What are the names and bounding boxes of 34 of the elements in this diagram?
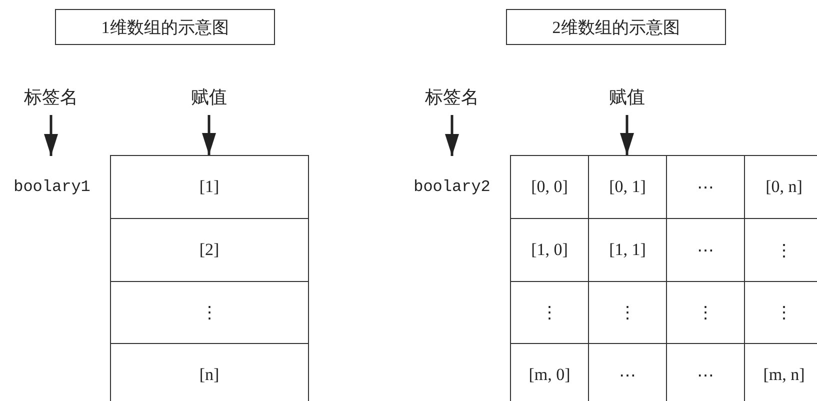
variable-name: boolary2 <box>404 156 500 218</box>
array-cell: [n] <box>111 344 308 401</box>
array-cell: ⋮ <box>745 219 817 282</box>
array-cell: [2] <box>111 219 308 282</box>
array-cell: ⋯ <box>667 219 745 282</box>
array-cell: [1, 1] <box>589 219 667 282</box>
heading-text: 赋值 <box>184 84 234 110</box>
array-cell: [0, n] <box>745 156 817 219</box>
array-cell: ⋮ <box>111 282 308 344</box>
array-cell: ⋯ <box>589 344 667 401</box>
title-box: 2维数组的示意图 <box>506 9 726 45</box>
array-cell: [0, 0] <box>511 156 589 219</box>
heading-text: 标签名 <box>16 84 86 110</box>
heading-text: 标签名 <box>417 84 487 110</box>
array-cell: [1] <box>111 156 308 219</box>
variable-name: boolary1 <box>4 156 100 218</box>
arrow <box>202 115 216 155</box>
array-cell: ⋯ <box>667 344 745 401</box>
array-cell: [1, 0] <box>511 219 589 282</box>
array-cell: [m, 0] <box>511 344 589 401</box>
title-box: 1维数组的示意图 <box>55 9 275 45</box>
arrow <box>620 115 634 155</box>
array-cell: ⋮ <box>511 282 589 344</box>
array-cell: ⋯ <box>667 156 745 219</box>
arrow <box>44 115 58 156</box>
array-cell: [0, 1] <box>589 156 667 219</box>
arrow <box>445 115 459 156</box>
array-cell: ⋮ <box>745 282 817 344</box>
array-table <box>510 155 817 401</box>
array-cell: ⋮ <box>589 282 667 344</box>
array-cell: [m, n] <box>745 344 817 401</box>
array-table <box>110 155 309 401</box>
array-cell: ⋮ <box>667 282 745 344</box>
heading-text: 赋值 <box>602 84 652 110</box>
